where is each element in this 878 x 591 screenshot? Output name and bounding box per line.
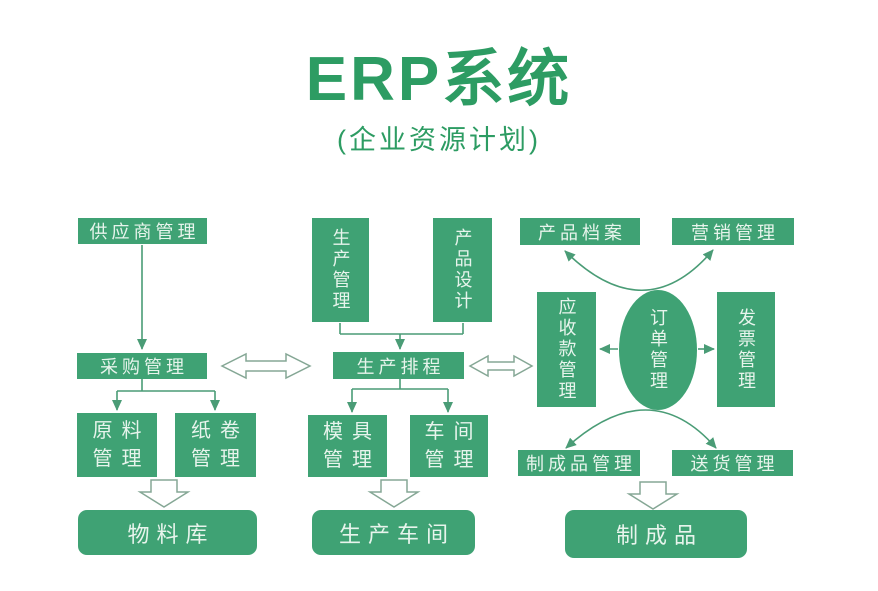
double-arrow-schedule-receivables	[468, 354, 534, 378]
node-label: 制成品管理	[526, 454, 636, 474]
node-label: 发票管理	[736, 307, 756, 392]
node-purchasing-management: 采购管理	[77, 353, 207, 379]
hollow-arrow-to-production-floor	[367, 479, 421, 508]
node-label: 生产管理	[330, 228, 351, 312]
node-label-line1: 纸卷	[191, 420, 249, 442]
node-label: 生产排程	[356, 356, 445, 377]
double-arrow-purchasing-schedule	[220, 352, 312, 380]
node-label: 供应商管理	[89, 222, 200, 242]
node-order-management: 订单管理	[619, 290, 697, 410]
node-marketing-management: 营销管理	[672, 218, 794, 245]
node-accounts-receivable-management: 应收款管理	[537, 292, 596, 407]
node-label: 采购管理	[100, 357, 188, 377]
node-finished-goods: 制成品	[565, 510, 747, 558]
node-label-line1: 模具	[323, 421, 381, 443]
node-label: 生产车间	[338, 521, 455, 547]
hollow-arrow-to-finished-goods	[626, 481, 680, 510]
page-subtitle: (企业资源计划)	[337, 125, 541, 155]
page-title: ERP系统	[305, 45, 573, 114]
node-paper-roll-management: 纸卷 管理	[175, 413, 256, 477]
connector-schedule-branch	[352, 379, 448, 390]
node-label-line2: 管理	[191, 448, 249, 470]
node-delivery-management: 送货管理	[672, 450, 793, 476]
node-label: 产品设计	[452, 228, 473, 312]
node-production-workshop: 生产车间	[312, 510, 475, 555]
node-raw-material-management: 原料 管理	[77, 413, 157, 477]
arrow-order-to-finished-mgmt-and-delivery	[565, 409, 717, 449]
node-label: 送货管理	[690, 454, 779, 474]
node-label: 应收款管理	[556, 297, 577, 402]
node-label: 产品档案	[538, 222, 626, 243]
hollow-arrow-to-material-store	[137, 479, 191, 508]
node-product-archive: 产品档案	[520, 218, 640, 245]
node-mold-management: 模具 管理	[308, 415, 387, 477]
node-label: 订单管理	[648, 308, 668, 392]
node-label: 物料库	[127, 521, 215, 547]
node-supplier-management: 供应商管理	[78, 218, 207, 244]
node-finished-goods-management: 制成品管理	[518, 450, 640, 476]
node-label-line2: 管理	[424, 449, 483, 471]
node-label-line2: 管理	[323, 449, 381, 471]
arrow-order-to-archive-and-marketing	[564, 249, 714, 292]
node-production-schedule: 生产排程	[333, 352, 464, 379]
connector-merge-to-schedule	[339, 323, 464, 335]
node-workshop-management: 车间 管理	[410, 415, 488, 477]
node-label-line1: 车间	[424, 421, 483, 443]
node-invoice-management: 发票管理	[717, 292, 775, 407]
connector-purchasing-branch	[117, 379, 215, 392]
node-product-design: 产品设计	[433, 218, 492, 322]
node-label: 制成品	[615, 523, 703, 548]
node-label-line2: 管理	[92, 448, 151, 470]
node-label: 营销管理	[691, 222, 779, 243]
node-label-line1: 原料	[92, 420, 151, 442]
node-material-warehouse: 物料库	[78, 510, 257, 555]
node-production-management: 生产管理	[312, 218, 369, 322]
